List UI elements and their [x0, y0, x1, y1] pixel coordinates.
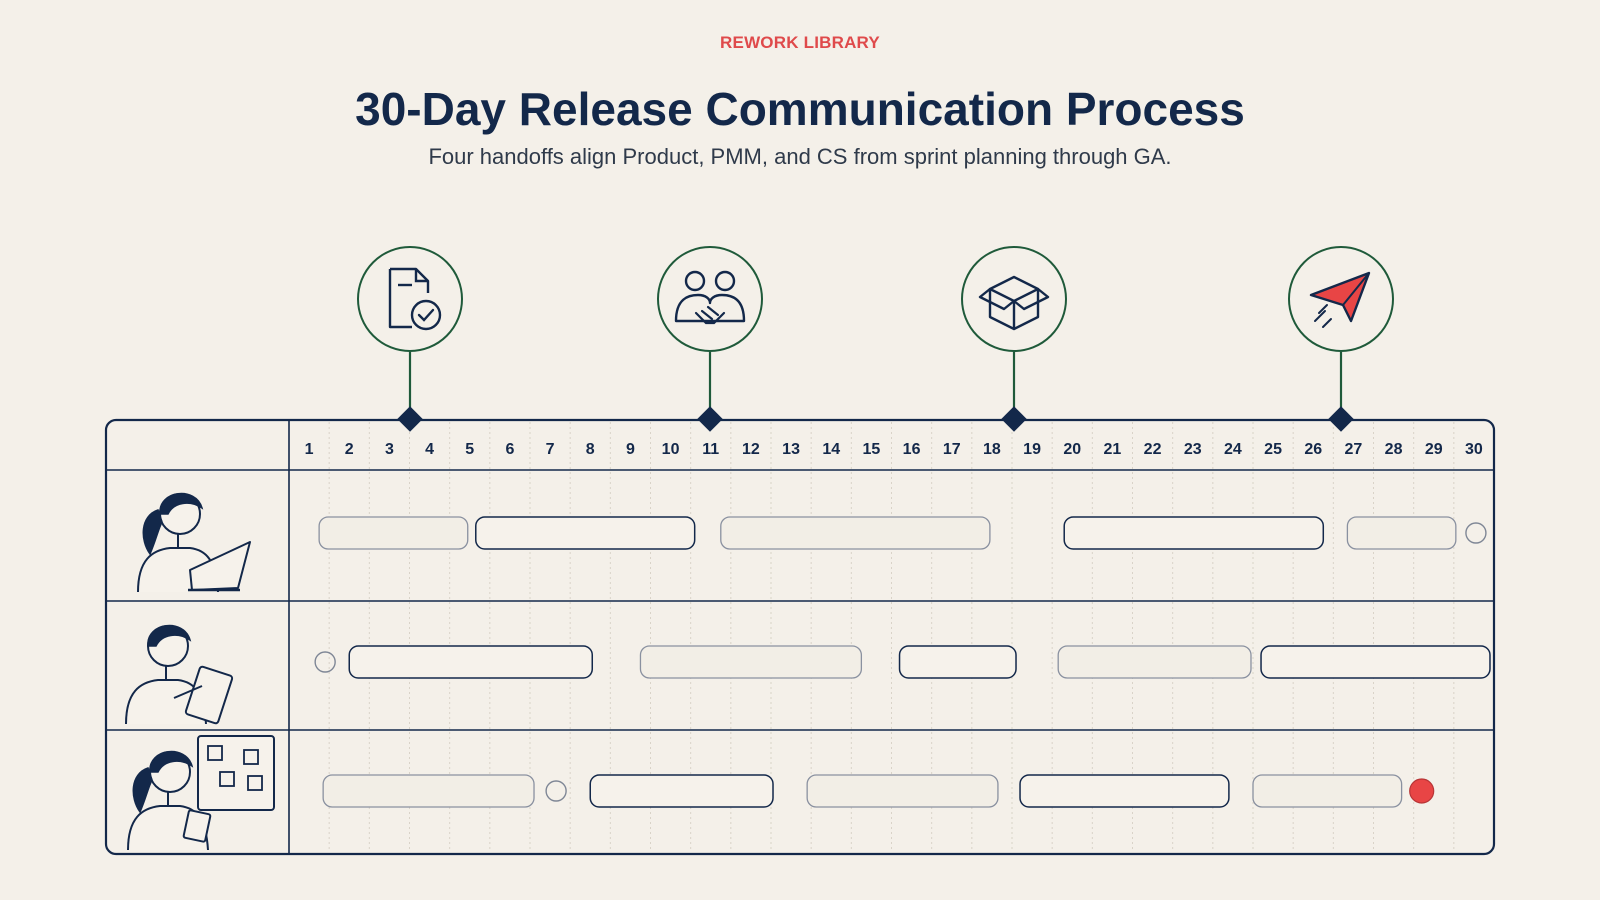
- day-label: 5: [465, 441, 474, 458]
- activity-bar: [475, 516, 696, 550]
- plane-fold: [1342, 272, 1370, 306]
- handoff-marker: [357, 246, 463, 432]
- checkpoint-dot: [314, 651, 336, 673]
- package-box-icon: [978, 275, 1050, 331]
- checkpoint-dot: [545, 780, 567, 802]
- activity-bar: [806, 774, 999, 808]
- day-label: 17: [943, 441, 961, 458]
- clipboard: [184, 665, 234, 725]
- activity-bar: [1252, 774, 1403, 808]
- day-label: 7: [546, 441, 555, 458]
- day-label: 25: [1264, 441, 1282, 458]
- box-flaps: [978, 288, 1050, 311]
- timeline-grid: [106, 420, 1494, 854]
- sticky-note: [243, 749, 259, 765]
- activity-bar: [589, 774, 774, 808]
- day-label: 27: [1345, 441, 1363, 458]
- day-label: 10: [662, 441, 680, 458]
- activity-bar: [322, 774, 535, 808]
- day-label: 14: [822, 441, 840, 458]
- handoff-circle: [357, 246, 463, 352]
- brand-eyebrow: REWORK LIBRARY: [720, 33, 880, 52]
- document-check-icon: [388, 267, 442, 331]
- hair: [142, 492, 204, 556]
- day-label: 8: [586, 441, 595, 458]
- activity-bar: [1063, 516, 1325, 550]
- hair: [132, 750, 194, 814]
- timeline-frame: [104, 418, 1496, 856]
- day-label: 6: [505, 441, 514, 458]
- person-head: [684, 270, 706, 292]
- day-label: 29: [1425, 441, 1443, 458]
- handoff-marker: [657, 246, 763, 432]
- handoff-circle: [961, 246, 1067, 352]
- day-label: 15: [863, 441, 881, 458]
- hair: [147, 624, 192, 647]
- handoff-marker: [961, 246, 1067, 432]
- day-label: 9: [626, 441, 635, 458]
- person-laptop-icon: [137, 492, 251, 593]
- pen: [173, 685, 203, 699]
- handshake-team-icon: [674, 270, 746, 325]
- sticky-note: [247, 775, 263, 791]
- day-label: 3: [385, 441, 394, 458]
- document-fold: [414, 269, 428, 283]
- activity-bar: [898, 645, 1017, 679]
- day-label: 18: [983, 441, 1001, 458]
- activity-bar: [318, 516, 469, 550]
- day-label: 4: [425, 441, 434, 458]
- day-label: 21: [1104, 441, 1122, 458]
- check-circle: [410, 299, 442, 331]
- day-label: 2: [345, 441, 354, 458]
- page-title: 30-Day Release Communication Process: [355, 83, 1245, 135]
- check-mark: [417, 308, 435, 322]
- day-label: 22: [1144, 441, 1162, 458]
- activity-bar: [1346, 516, 1457, 550]
- box-sides: [988, 289, 1040, 331]
- day-label: 13: [782, 441, 800, 458]
- paper-plane-icon: [1309, 271, 1371, 328]
- activity-bar: [1019, 774, 1230, 808]
- activity-bar: [348, 645, 594, 679]
- page-subtitle: Four handoffs align Product, PMM, and CS…: [428, 144, 1172, 169]
- day-label: 23: [1184, 441, 1202, 458]
- day-label: 28: [1385, 441, 1403, 458]
- activity-bar: [720, 516, 991, 550]
- handoff-marker: [1288, 246, 1394, 432]
- person-head: [714, 270, 736, 292]
- plane-body: [1309, 271, 1371, 323]
- sticky-note: [207, 745, 223, 761]
- day-label: 16: [903, 441, 921, 458]
- day-label: 12: [742, 441, 760, 458]
- timeline-bars: [314, 516, 1491, 808]
- activity-bar: [1057, 645, 1252, 679]
- day-label: 20: [1063, 441, 1081, 458]
- day-label: 30: [1465, 441, 1483, 458]
- notepad: [182, 809, 212, 843]
- person-kanban-board-icon: [127, 735, 275, 851]
- activity-bar: [639, 645, 863, 679]
- document-outline: [388, 267, 430, 329]
- day-label: 24: [1224, 441, 1242, 458]
- day-label: 26: [1304, 441, 1322, 458]
- laptop: [189, 541, 251, 591]
- lane-avatars: [125, 492, 275, 851]
- activity-bar: [1260, 645, 1491, 679]
- ga-milestone-dot: [1409, 778, 1435, 804]
- speed-lines: [1314, 304, 1332, 328]
- person-clipboard-icon: [125, 624, 234, 725]
- kanban-board: [197, 735, 275, 811]
- day-label: 1: [305, 441, 314, 458]
- day-label: 11: [702, 441, 719, 458]
- sticky-note: [219, 771, 235, 787]
- handshake: [694, 305, 726, 325]
- day-label: 19: [1023, 441, 1041, 458]
- checkpoint-dot: [1465, 522, 1487, 544]
- people-bodies: [674, 293, 746, 323]
- handoff-markers: [357, 246, 1394, 432]
